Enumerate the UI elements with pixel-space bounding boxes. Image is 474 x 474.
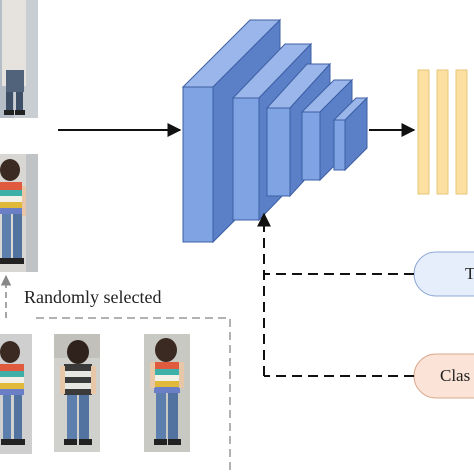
loss-pill-top-label: T [465,264,474,283]
randomly-selected-label: Randomly selected [24,287,162,307]
person-photo-sample-1 [0,334,32,454]
cnn-block-5 [332,96,369,172]
cnn-backbone [181,18,369,244]
feedback-lines [257,212,414,377]
feature-vectors [417,69,468,195]
person-photo-middle [0,154,38,272]
person-photo-sample-3 [144,334,190,452]
feature-bar-2 [436,69,449,195]
feature-bar-3 [455,69,468,195]
feature-bar-1 [417,69,430,195]
loss-pill-bottom-label: Clas [440,366,471,385]
person-photo-sample-2 [54,334,100,452]
person-photo-top-crop [0,0,38,118]
